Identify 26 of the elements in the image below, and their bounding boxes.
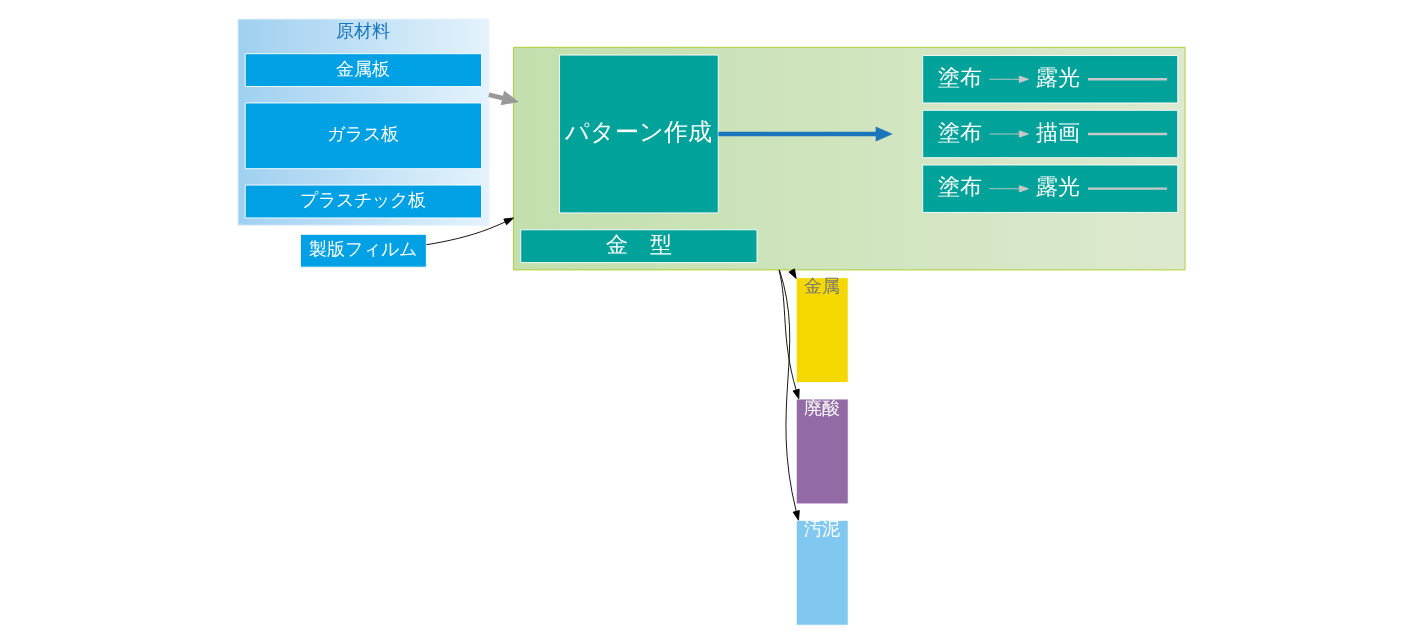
connector <box>1087 78 1168 81</box>
arrow <box>988 130 1029 138</box>
cluster <box>922 164 1179 213</box>
node-text: 塗布 <box>937 64 982 90</box>
node-text: 塗布 <box>937 119 982 145</box>
connector <box>1087 132 1168 136</box>
node-text: 塗布 <box>937 174 982 200</box>
arrow <box>425 217 514 246</box>
node-text: 露光 <box>1036 64 1081 90</box>
node-box: 製版フィルム <box>300 233 427 268</box>
arrow <box>988 185 1029 193</box>
node-box: 金属板 <box>244 53 482 87</box>
node-box: パターン作成 <box>559 54 719 214</box>
node-box: 金 型 <box>520 229 758 264</box>
node-text: 描画 <box>1036 119 1081 145</box>
node-box: プラスチック板 <box>244 184 482 219</box>
cluster <box>922 109 1179 159</box>
node-box: 廃酸 <box>795 398 849 505</box>
node-box: 汚泥 <box>795 519 849 626</box>
node-box: 金属 <box>795 277 849 384</box>
node-text: 露光 <box>1036 174 1081 200</box>
arrow <box>988 75 1029 83</box>
cluster <box>922 55 1179 104</box>
node-box: ガラス板 <box>244 102 482 170</box>
connector <box>1087 187 1168 190</box>
arrow <box>718 126 893 142</box>
